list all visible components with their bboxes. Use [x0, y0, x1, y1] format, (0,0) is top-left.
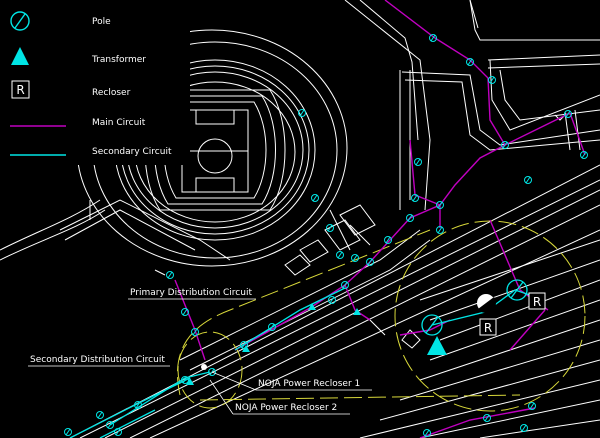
pole-icon — [524, 176, 532, 184]
pole-icon — [429, 34, 437, 42]
pole-icon — [311, 194, 319, 202]
annotation-secondary-circuit: Secondary Distribution Circuit — [30, 355, 165, 365]
legend-transformer-label: Transformer — [91, 55, 146, 65]
pole-icon — [191, 328, 199, 336]
annotations: Primary Distribution Circuit Secondary D… — [28, 288, 372, 415]
pole-icon — [64, 428, 72, 436]
pole-icon — [181, 308, 189, 316]
zone-recloser-circle — [177, 331, 243, 409]
recloser-box-icon — [479, 318, 497, 336]
pole-icon — [106, 421, 114, 429]
annotation-primary-circuit: Primary Distribution Circuit — [130, 288, 252, 298]
pole-icon — [328, 296, 336, 304]
pole-icon — [166, 271, 174, 279]
reclosers: R R — [201, 292, 546, 370]
legend-recloser-label: Recloser — [92, 88, 131, 98]
recloser-box-label: R — [484, 321, 492, 335]
recloser-box-icon — [528, 292, 546, 310]
pole-icon — [436, 226, 444, 234]
pole-icon — [384, 236, 392, 244]
legend-secondary-circuit-label: Secondary Circuit — [92, 147, 172, 157]
legend-main-circuit-label: Main Circuit — [92, 118, 146, 128]
pole-icon — [436, 201, 444, 209]
pole-icon — [96, 411, 104, 419]
annotation-recloser-1: NOJA Power Recloser 1 — [258, 379, 360, 389]
recloser-box-label: R — [533, 295, 541, 309]
pole-icon — [341, 281, 349, 289]
legend: Pole Transformer R Recloser Main Circuit… — [0, 0, 190, 165]
pole-icon — [580, 151, 588, 159]
pole-icon — [466, 58, 474, 66]
pole-icon — [414, 158, 422, 166]
transformer-icon — [186, 378, 194, 385]
pole-icon — [528, 402, 536, 410]
pole-icon — [268, 323, 276, 331]
pole-icon — [406, 214, 414, 222]
pole-icon — [134, 401, 142, 409]
pole-icon — [520, 424, 528, 432]
legend-transformer-icon — [11, 47, 29, 65]
pole-icon — [181, 376, 189, 384]
legend-pole-label: Pole — [92, 17, 111, 27]
legend-background — [0, 0, 190, 165]
pole-icon — [326, 224, 334, 232]
pole-icon — [411, 194, 419, 202]
pole-icon — [488, 76, 496, 84]
pole-icon — [351, 254, 359, 262]
legend-recloser-symbol: R — [16, 83, 24, 97]
pole-icon — [114, 428, 122, 436]
pole-icon — [483, 414, 491, 422]
transformer-icon — [427, 336, 447, 355]
transformer-icon — [353, 308, 361, 315]
pole-icon — [564, 110, 572, 118]
pole-icon — [366, 258, 374, 266]
pole-icon — [501, 141, 509, 149]
pole-icon — [421, 314, 443, 336]
pole-icon — [336, 251, 344, 259]
legend-recloser-icon — [11, 80, 30, 99]
pole-icon — [423, 429, 431, 437]
pole-icon — [506, 279, 528, 301]
pole-icon — [298, 109, 306, 117]
transformer-icon — [308, 303, 316, 310]
transformer-icon — [242, 345, 250, 352]
legend-pole-icon — [10, 11, 30, 31]
main-circuit-lines — [174, 0, 586, 438]
transformers — [186, 303, 447, 385]
annotation-recloser-2: NOJA Power Recloser 2 — [235, 403, 337, 413]
